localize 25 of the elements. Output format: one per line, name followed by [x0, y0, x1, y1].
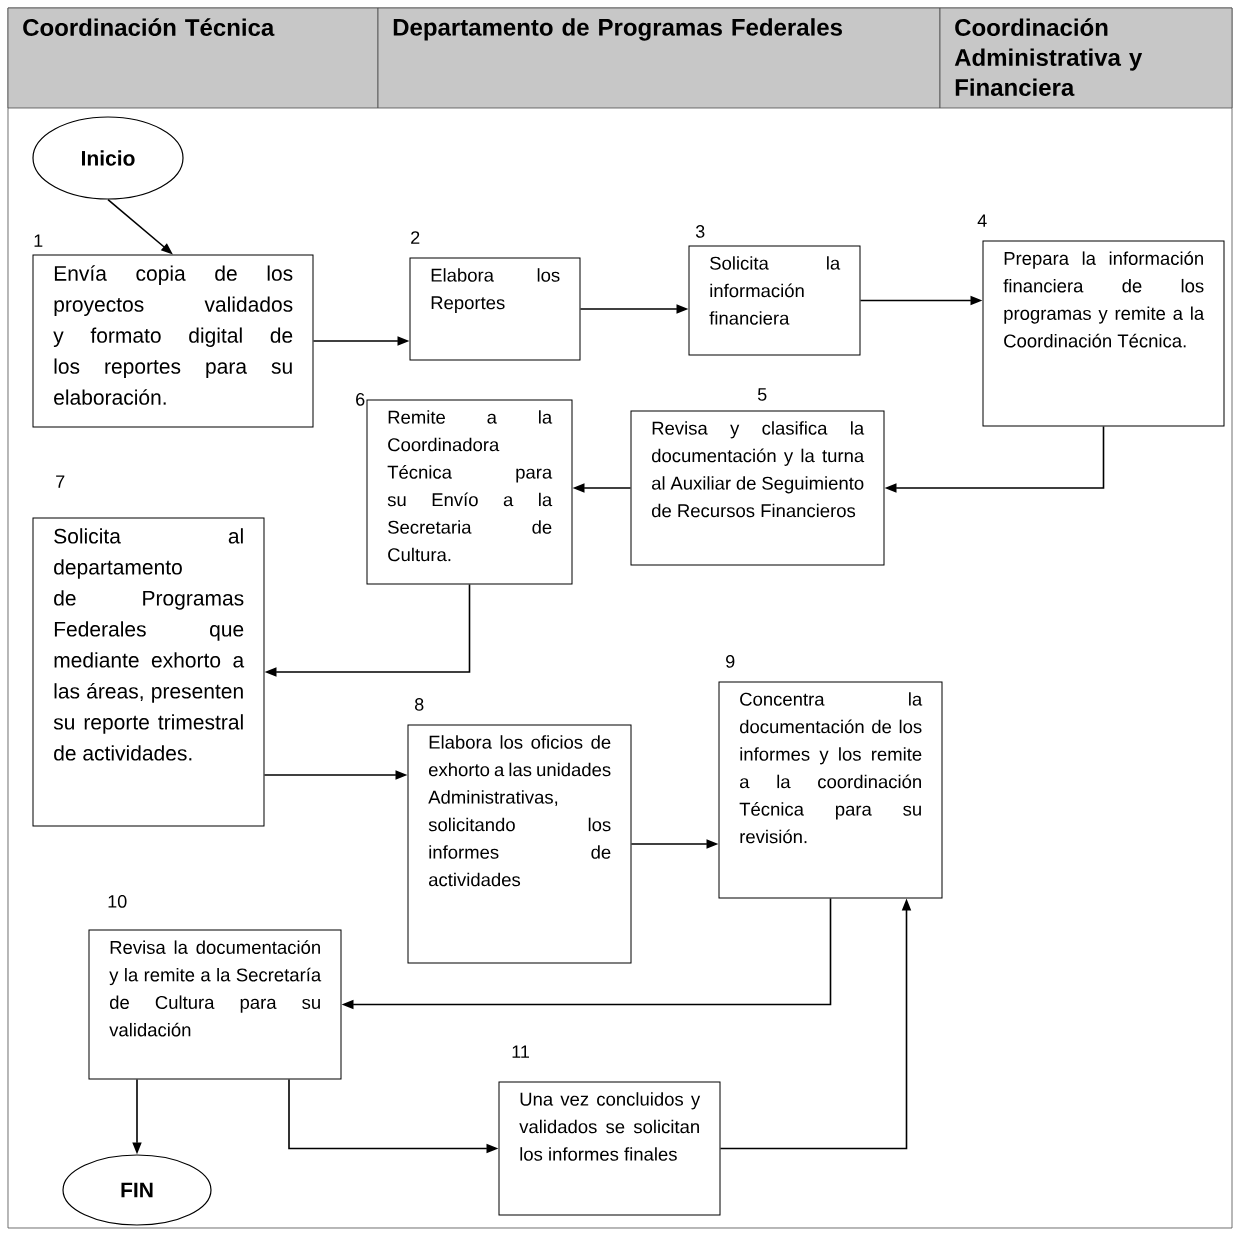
process-box: Elabora los oficios de exhorto a las unidades Administrativas, solicitando los informes de actividades [407, 724, 632, 964]
step-number: 3 [695, 225, 705, 238]
step-number: 1 [34, 234, 43, 247]
step-number: 9 [726, 655, 735, 668]
process-box: Elabora los Reportes [409, 257, 581, 361]
process-box: Solicita la información financiera [688, 245, 861, 356]
step-number: 5 [757, 388, 767, 401]
lane-header: Coordinación Técnica [7, 7, 379, 109]
process-box: Revisa la documentación y la remite a la Secretaría de Cultura para su validación [88, 929, 342, 1080]
process-box: Envía copia de los proyectos validados y formato digital de los reportes para su elaboración. [32, 254, 314, 428]
lane-header: Coordinación Administrativa y Financiera [939, 7, 1233, 109]
process-box: Solicita al departamento de Programas Federales que mediante exhorto a las áreas, presenten su reporte trimestral de actividades. [32, 517, 265, 827]
lane-header: Departamento de Programas Federales [377, 7, 941, 109]
step-number: 10 [108, 895, 127, 908]
process-box: Concentra la documentación de los informes y los remite a la coordinación Técnica para su revisión. [718, 681, 943, 899]
process-box: Prepara la información financiera de los programas y remite a la Coordinación Técnica. [982, 240, 1225, 427]
process-box: Una vez concluidos y validados se solicitan los informes finales [498, 1081, 721, 1216]
step-number: 6 [356, 393, 365, 406]
process-box: Revisa y clasifica la documentación y la turna al Auxiliar de Seguimiento de Recursos Financieros [630, 410, 885, 566]
step-number: 7 [56, 475, 65, 488]
process-box: Remite a la Coordinadora Técnica para su Envío a la Secretaria de Cultura. [366, 399, 573, 585]
step-number: 8 [415, 698, 424, 711]
step-number: 4 [977, 214, 987, 227]
step-number: 2 [411, 231, 420, 244]
step-number: 11 [512, 1045, 529, 1058]
